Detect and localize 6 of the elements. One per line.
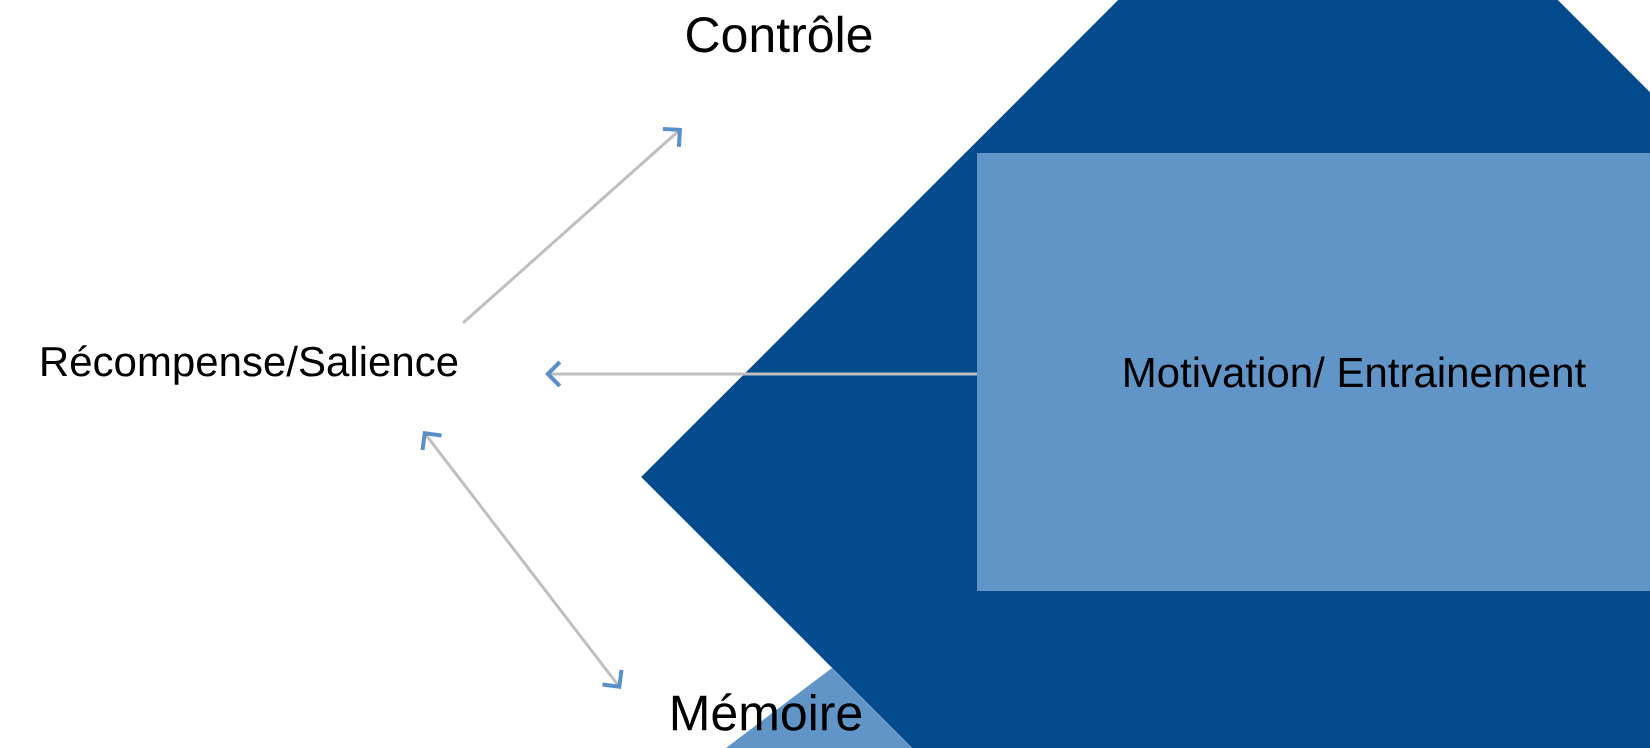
arrow: [545, 360, 977, 388]
motivation-box: Motivation/ Entrainement: [977, 153, 1650, 591]
label-text: Récompense/Salience: [42, 345, 458, 385]
arrow: [420, 431, 624, 689]
arrow: [462, 126, 682, 325]
label-text: Contrôle: [687, 15, 872, 53]
